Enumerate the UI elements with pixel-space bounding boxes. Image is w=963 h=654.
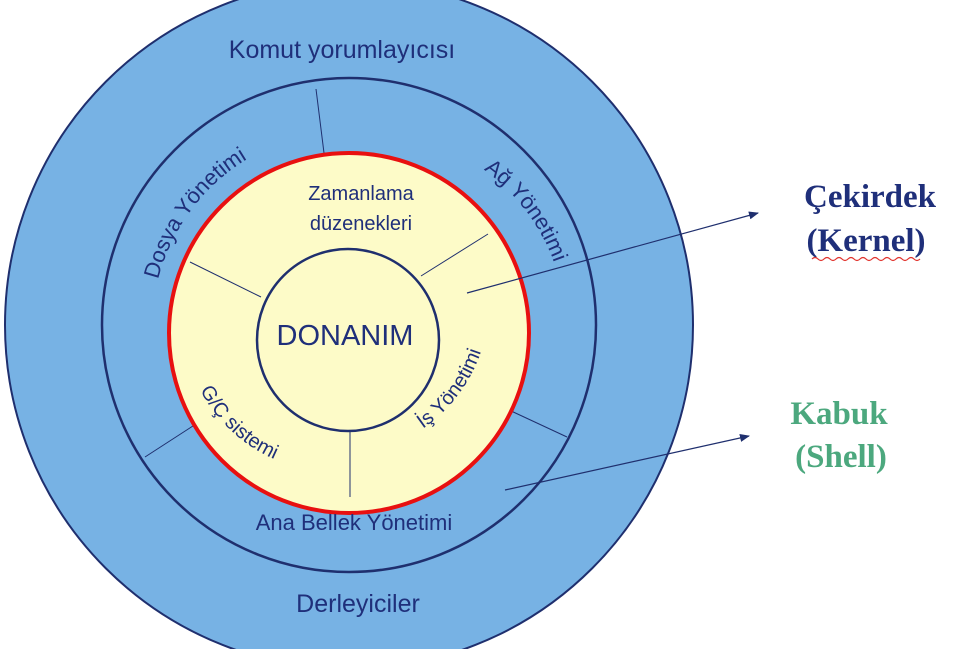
shell-legend-line2: (Shell) bbox=[795, 439, 887, 475]
kernel-label-top-line2: düzenekleri bbox=[310, 213, 412, 235]
middle-label-bottom: Ana Bellek Yönetimi bbox=[256, 510, 453, 535]
kernel-legend-line1: Çekirdek bbox=[804, 179, 937, 215]
kernel-label-top-line1: Zamanlama bbox=[308, 183, 414, 205]
kernel-arrow bbox=[466, 211, 759, 294]
hardware-core bbox=[255, 247, 441, 433]
shell-arrow bbox=[504, 434, 750, 491]
divider-top bbox=[315, 88, 326, 162]
divider-lower-right bbox=[508, 409, 568, 438]
kernel-divider-right bbox=[420, 233, 489, 277]
kernel-divider-left bbox=[189, 261, 262, 298]
spellcheck-underline bbox=[811, 256, 921, 262]
shell-legend-line1: Kabuk bbox=[790, 396, 888, 432]
hardware-label: DONANIM bbox=[277, 320, 414, 352]
kernel-legend-line2: (Kernel) bbox=[806, 223, 925, 259]
divider-lower-left bbox=[144, 423, 197, 458]
shell-label-bottom: Derleyiciler bbox=[296, 590, 420, 618]
shell-label-top: Komut yorumlayıcısı bbox=[229, 36, 455, 64]
